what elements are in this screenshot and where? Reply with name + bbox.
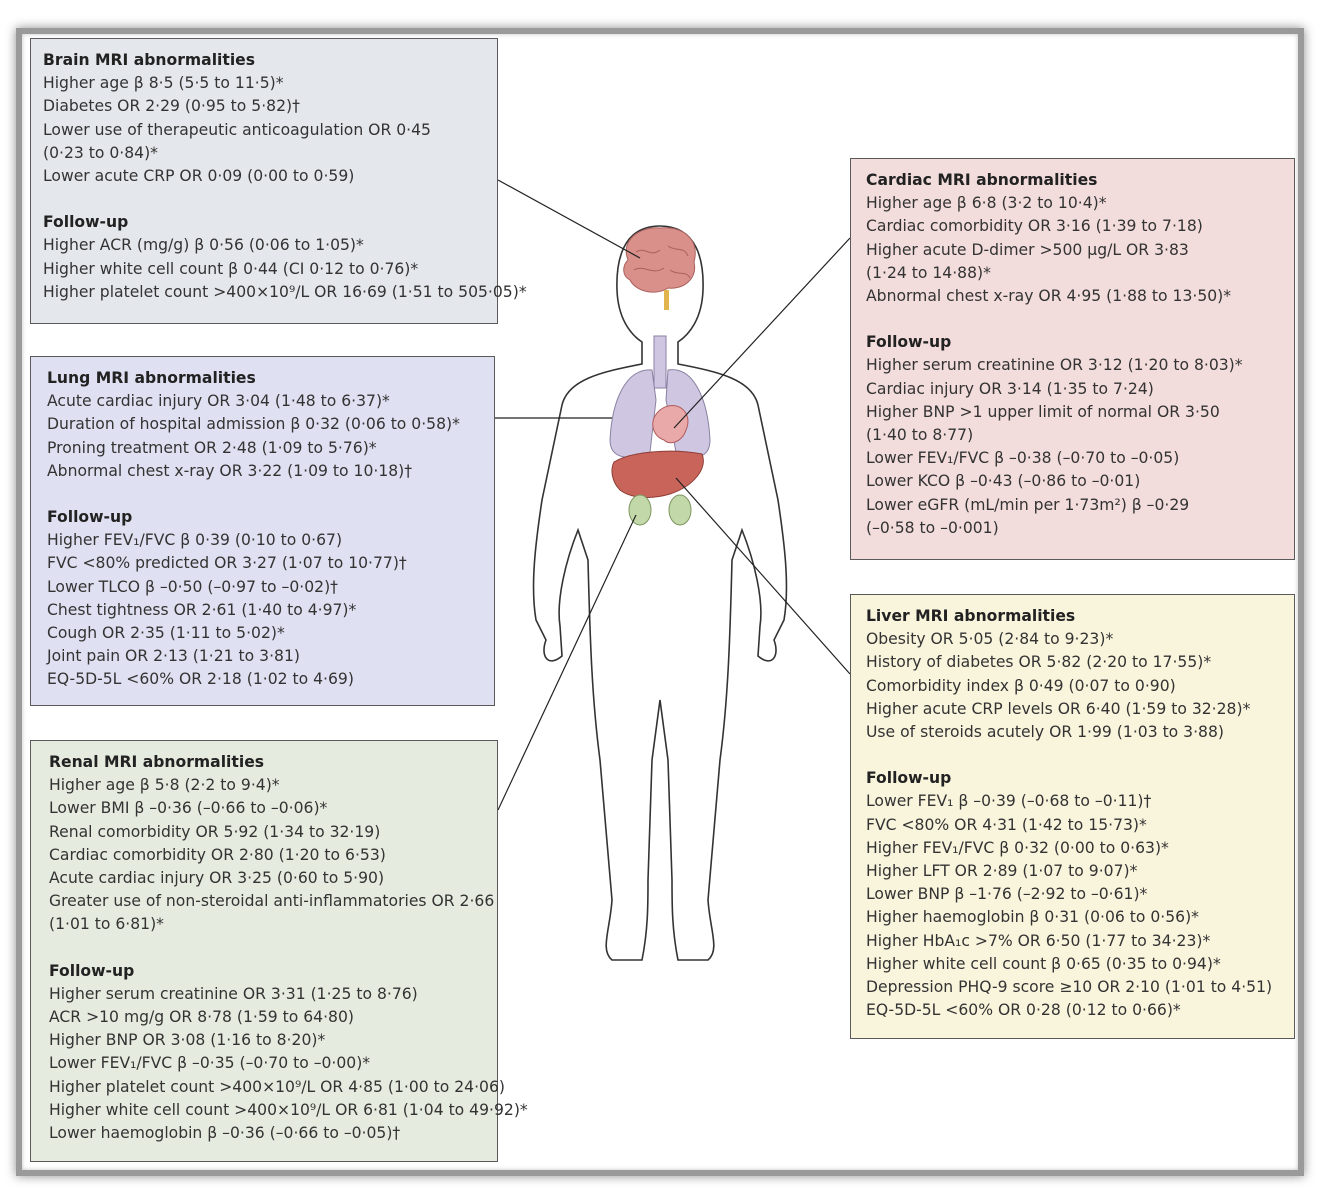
renal-followup-title: Follow-up — [49, 961, 135, 980]
liver-followup-item: Lower FEV₁ β –0·39 (–0·68 to –0·11)† — [866, 792, 1152, 811]
brain-item: Higher age β 8·5 (5·5 to 11·5)* — [43, 74, 284, 93]
liver-followup-item: Higher haemoglobin β 0·31 (0·06 to 0·56)… — [866, 908, 1199, 927]
cardiac-item: Higher age β 6·8 (3·2 to 10·4)* — [866, 194, 1107, 213]
brain-followup-item: Higher ACR (mg/g) β 0·56 (0·06 to 1·05)* — [43, 236, 364, 255]
brain-item: Lower acute CRP OR 0·09 (0·00 to 0·59) — [43, 167, 355, 186]
lung-title: Lung MRI abnormalities — [47, 369, 256, 387]
renal-followup-item: Lower haemoglobin β –0·36 (–0·66 to –0·0… — [49, 1124, 401, 1143]
liver-followup-item: FVC <80% OR 4·31 (1·42 to 15·73)* — [866, 815, 1147, 834]
liver-item: Higher acute CRP levels OR 6·40 (1·59 to… — [866, 699, 1251, 718]
cardiac-followup-title: Follow-up — [866, 333, 952, 352]
lung-item: Duration of hospital admission β 0·32 (0… — [47, 415, 460, 434]
liver-followup-item: Depression PHQ-9 score ≥10 OR 2·10 (1·01… — [866, 978, 1273, 997]
liver-followup-item: Higher FEV₁/FVC β 0·32 (0·00 to 0·63)* — [866, 838, 1169, 857]
renal-followup-item: Lower FEV₁/FVC β –0·35 (–0·70 to –0·00)* — [49, 1054, 371, 1073]
renal-followup-item: ACR >10 mg/g OR 8·78 (1·59 to 64·80) — [49, 1008, 354, 1027]
renal-item: Greater use of non-steroidal anti-inflam… — [49, 892, 495, 911]
liver-panel: Liver MRI abnormalities Obesity OR 5·05 … — [850, 594, 1295, 1039]
lung-followup-item: EQ-5D-5L <60% OR 2·18 (1·02 to 4·69) — [47, 670, 354, 689]
renal-followup-item: Higher BNP OR 3·08 (1·16 to 8·20)* — [49, 1031, 326, 1050]
brain-followup-item: Higher white cell count β 0·44 (CI 0·12 … — [43, 259, 419, 278]
brain-folds — [633, 245, 691, 279]
brain-title: Brain MRI abnormalities — [43, 51, 256, 69]
lung-followup-item: FVC <80% predicted OR 3·27 (1·07 to 10·7… — [47, 554, 407, 573]
cardiac-followup-item: Lower FEV₁/FVC β –0·38 (–0·70 to –0·05) — [866, 449, 1180, 468]
cardiac-followup-item: Lower KCO β –0·43 (–0·86 to –0·01) — [866, 472, 1141, 491]
cardiac-followup-item: (–0·58 to –0·001) — [866, 518, 999, 537]
liver-icon — [611, 450, 704, 498]
lung-followup-title: Follow-up — [47, 508, 133, 527]
cardiac-followup-item: Higher serum creatinine OR 3·12 (1·20 to… — [866, 356, 1243, 375]
lung-item: Proning treatment OR 2·48 (1·09 to 5·76)… — [47, 438, 377, 457]
lung-item: Abnormal chest x-ray OR 3·22 (1·09 to 10… — [47, 461, 413, 480]
renal-item: (1·01 to 6·81)* — [49, 915, 164, 934]
cardiac-item: (1·24 to 14·88)* — [866, 263, 991, 282]
cardiac-followup-item: Higher BNP >1 upper limit of normal OR 3… — [866, 402, 1220, 421]
cardiac-item: Abnormal chest x-ray OR 4·95 (1·88 to 13… — [866, 287, 1232, 306]
renal-item: Higher age β 5·8 (2·2 to 9·4)* — [49, 776, 280, 795]
cardiac-title: Cardiac MRI abnormalities — [866, 171, 1098, 189]
left-kidney-icon — [628, 494, 652, 526]
renal-panel: Renal MRI abnormalities Higher age β 5·8… — [30, 740, 528, 1162]
liver-item: Use of steroids acutely OR 1·99 (1·03 to… — [866, 723, 1224, 742]
cardiac-connector — [673, 237, 851, 429]
cardiac-followup-item: Cardiac injury OR 3·14 (1·35 to 7·24) — [866, 379, 1154, 398]
trachea-icon — [653, 335, 667, 389]
brain-item: Diabetes OR 2·29 (0·95 to 5·82)† — [43, 97, 300, 116]
lung-followup-item: Lower TLCO β –0·50 (–0·97 to –0·02)† — [47, 577, 338, 596]
renal-title: Renal MRI abnormalities — [49, 753, 265, 771]
lung-item: Acute cardiac injury OR 3·04 (1·48 to 6·… — [47, 392, 390, 411]
liver-followup-item: Lower BNP β –1·76 (–2·92 to –0·61)* — [866, 885, 1148, 904]
body-outline — [532, 225, 788, 961]
heart-icon — [652, 405, 689, 444]
lung-followup-item: Joint pain OR 2·13 (1·21 to 3·81) — [47, 647, 300, 666]
liver-followup-item: EQ-5D-5L <60% OR 0·28 (0·12 to 0·66)* — [866, 1001, 1181, 1020]
cardiac-panel: Cardiac MRI abnormalities Higher age β 6… — [850, 158, 1295, 560]
renal-followup-item: Higher platelet count >400×10⁹/L OR 4·85… — [49, 1077, 505, 1096]
renal-item: Cardiac comorbidity OR 2·80 (1·20 to 6·5… — [49, 845, 386, 864]
brain-connector — [497, 179, 641, 259]
liver-followup-item: Higher LFT OR 2·89 (1·07 to 9·07)* — [866, 862, 1138, 881]
lung-followup-item: Higher FEV₁/FVC β 0·39 (0·10 to 0·67) — [47, 531, 343, 550]
right-kidney-icon — [668, 494, 692, 526]
brain-item: (0·23 to 0·84)* — [43, 143, 158, 162]
brain-followup-title: Follow-up — [43, 213, 129, 232]
lung-followup-item: Chest tightness OR 2·61 (1·40 to 4·97)* — [47, 600, 357, 619]
brain-icon — [623, 227, 696, 293]
brain-item: Lower use of therapeutic anticoagulation… — [43, 120, 431, 139]
lung-panel: Lung MRI abnormalities Acute cardiac inj… — [30, 356, 495, 706]
cardiac-followup-item: (1·40 to 8·77) — [866, 426, 974, 445]
liver-item: Obesity OR 5·05 (2·84 to 9·23)* — [866, 630, 1114, 649]
renal-item: Renal comorbidity OR 5·92 (1·34 to 32·19… — [49, 822, 381, 841]
cardiac-item: Higher acute D-dimer >500 μg/L OR 3·83 — [866, 240, 1189, 259]
liver-item: Comorbidity index β 0·49 (0·07 to 0·90) — [866, 676, 1176, 695]
liver-followup-item: Higher HbA₁c >7% OR 6·50 (1·77 to 34·23)… — [866, 931, 1211, 950]
brain-panel: Brain MRI abnormalities Higher age β 8·5… — [30, 38, 527, 324]
liver-title: Liver MRI abnormalities — [866, 607, 1076, 625]
renal-item: Lower BMI β –0·36 (–0·66 to –0·06)* — [49, 799, 328, 818]
renal-connector — [497, 514, 637, 811]
renal-item: Acute cardiac injury OR 3·25 (0·60 to 5·… — [49, 869, 385, 888]
liver-followup-item: Higher white cell count β 0·65 (0·35 to … — [866, 954, 1221, 973]
renal-followup-item: Higher serum creatinine OR 3·31 (1·25 to… — [49, 984, 418, 1003]
liver-connector — [675, 477, 851, 675]
brain-followup-item: Higher platelet count >400×10⁹/L OR 16·6… — [43, 282, 527, 301]
cardiac-followup-item: Lower eGFR (mL/min per 1·73m²) β –0·29 — [866, 495, 1190, 514]
liver-item: History of diabetes OR 5·82 (2·20 to 17·… — [866, 653, 1212, 672]
liver-followup-title: Follow-up — [866, 769, 952, 788]
spinal-cord-icon — [664, 290, 669, 310]
renal-followup-item: Higher white cell count >400×10⁹/L OR 6·… — [49, 1100, 528, 1119]
lung-followup-item: Cough OR 2·35 (1·11 to 5·02)* — [47, 624, 285, 643]
cardiac-item: Cardiac comorbidity OR 3·16 (1·39 to 7·1… — [866, 217, 1203, 236]
